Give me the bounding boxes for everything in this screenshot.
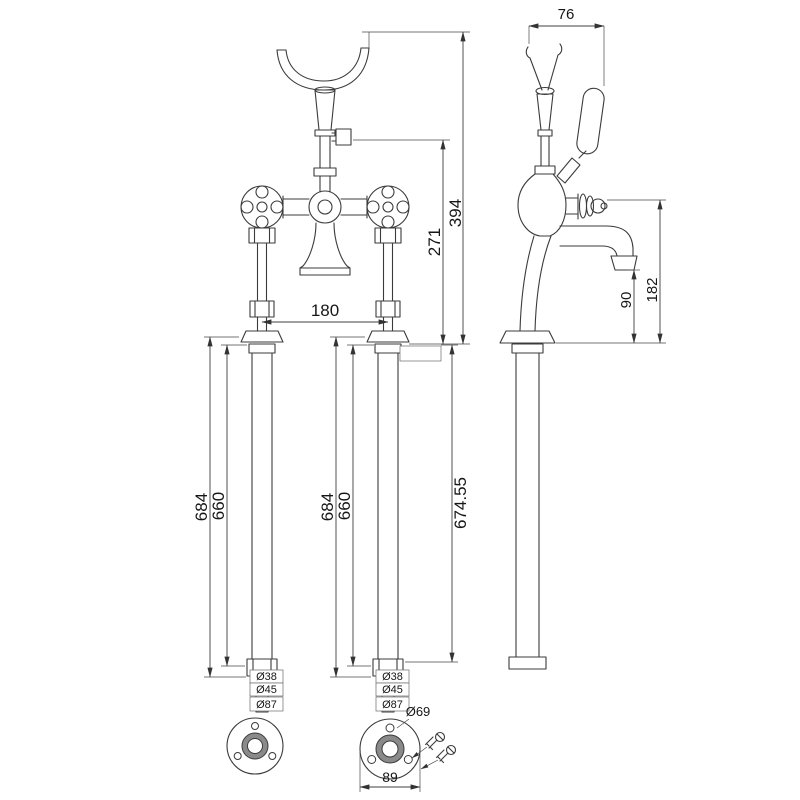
flange-detail-left <box>226 717 284 775</box>
dim-body-height: 271 <box>353 139 450 345</box>
spout-side <box>559 225 638 271</box>
dim-76-label: 76 <box>558 6 575 23</box>
handset-side <box>534 93 556 175</box>
dim-handle-width: 76 <box>528 6 605 86</box>
left-cross-handle <box>240 185 284 229</box>
dim-182-label: 182 <box>644 277 661 302</box>
dim-flange-width: 89 <box>359 752 421 792</box>
dim-674-label: 674.55 <box>451 477 470 529</box>
front-dimensions: 394 271 180 684 660 684 660 <box>192 31 470 712</box>
side-dimensions: 76 182 90 <box>528 6 666 344</box>
right-leg <box>366 227 410 343</box>
tub-spout <box>299 222 351 276</box>
left-fitting-labels: Ø38 Ø45 Ø87 <box>249 669 284 712</box>
dim-660-left-label: 660 <box>209 492 228 520</box>
left-standpipe <box>246 343 278 713</box>
dim-pipe-total: 674.55 <box>405 344 470 663</box>
label-d87-right: Ø87 <box>382 699 403 711</box>
valve-body <box>282 190 368 224</box>
dim-left-pipe: 684 660 <box>192 336 247 678</box>
cradle-fork <box>525 43 563 96</box>
flange-detail-right: Ø69 89 <box>359 704 457 792</box>
label-d45-right: Ø45 <box>382 684 403 696</box>
dim-overall-height: 394 <box>362 31 470 345</box>
dim-684-left-label: 684 <box>192 493 211 521</box>
right-standpipe <box>372 343 404 713</box>
diverter-knob <box>331 128 352 146</box>
side-view <box>499 43 638 670</box>
body-riser-side <box>499 235 556 344</box>
callout-tag <box>399 345 442 362</box>
dim-271-label: 271 <box>425 228 444 256</box>
dim-394-label: 394 <box>446 199 465 227</box>
right-cross-handle <box>366 185 410 229</box>
standpipe-side <box>508 343 547 670</box>
label-d38-right: Ø38 <box>382 671 403 683</box>
dim-outlet-height: 90 <box>618 269 640 344</box>
lever-handle <box>556 87 605 184</box>
dim-89-label: 89 <box>382 769 398 785</box>
handset-body <box>313 86 337 193</box>
dim-right-pipe: 684 660 <box>318 336 374 678</box>
label-d87-left: Ø87 <box>256 699 277 711</box>
fixing-screw-1 <box>411 731 446 759</box>
handset-cradle <box>276 47 370 91</box>
dim-spout-height: 182 <box>556 199 666 344</box>
right-fitting-labels: Ø38 Ø45 Ø87 <box>375 669 410 712</box>
fixing-screw-2 <box>420 744 457 770</box>
dim-660-right-label: 660 <box>335 492 354 520</box>
front-view <box>240 47 442 713</box>
label-d69: Ø69 <box>406 704 431 719</box>
dim-pipe-spacing: 180 <box>261 301 389 325</box>
dim-90-label: 90 <box>618 292 635 309</box>
valve-body-side <box>517 173 608 237</box>
left-leg <box>240 227 284 343</box>
dim-684-right-label: 684 <box>318 493 337 521</box>
label-d38-left: Ø38 <box>256 671 277 683</box>
dim-180-label: 180 <box>311 301 339 320</box>
label-d45-left: Ø45 <box>256 684 277 696</box>
